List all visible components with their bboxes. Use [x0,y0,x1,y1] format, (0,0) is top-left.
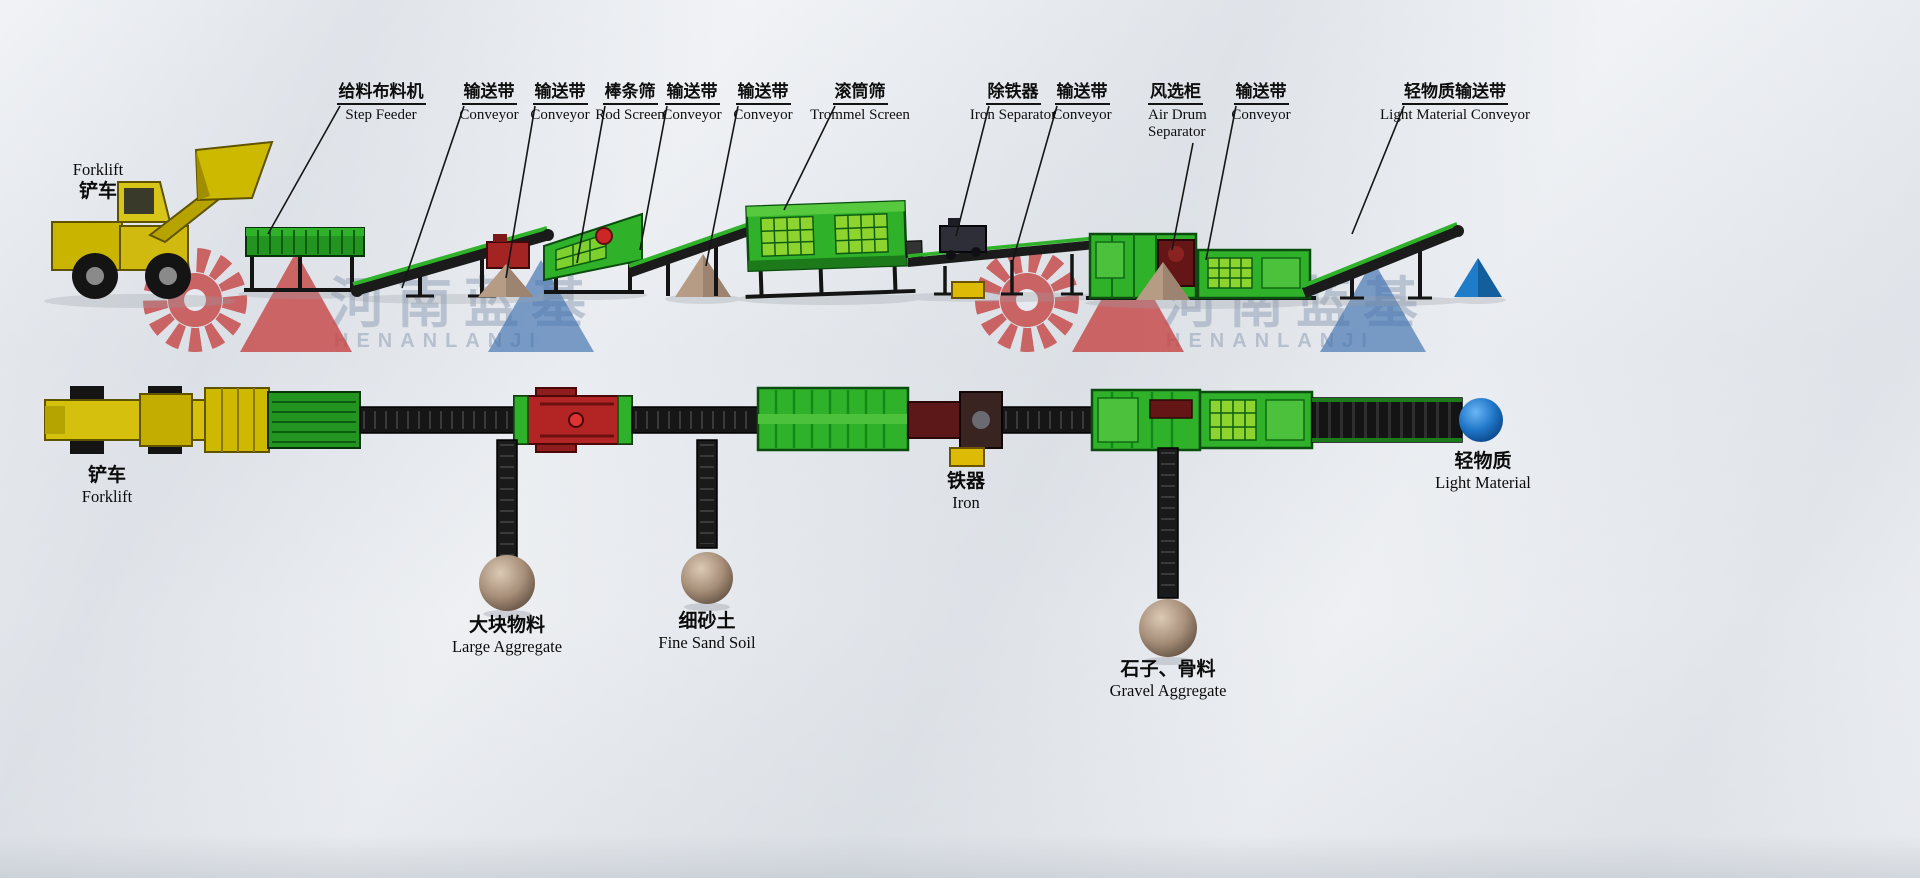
label-fine-sand-soil-zh: 细砂土 [678,611,736,632]
callout-conveyor-6: 输送带 Conveyor [1231,82,1291,124]
trommel-screen-machine [745,199,923,299]
branch-conveyor-2 [696,439,718,549]
gravel-sphere [1139,599,1197,657]
large-aggregate-sphere [479,555,535,611]
callout-conveyor-1: 输送带 Conveyor [459,82,519,124]
label-iron: 铁器 Iron [947,470,985,513]
callout-trommel-screen: 滚筒筛 Trommel Screen [805,82,915,124]
label-forklift-side-en: Forklift [72,160,124,179]
step-feeder-plan [267,391,361,449]
callout-conveyor-3-zh: 输送带 [664,82,720,105]
callout-conveyor-1-zh: 输送带 [461,82,517,105]
label-fine-sand-soil: 细砂土 Fine Sand Soil [658,610,755,653]
callout-conveyor-2: 输送带 Conveyor [530,82,590,124]
conveyor-plan-1 [359,406,516,434]
callout-conveyor-5-zh: 输送带 [1054,82,1110,105]
label-iron-zh: 铁器 [946,471,986,492]
callout-rod-screen-zh: 棒条筛 [602,82,658,105]
callout-air-drum-separator: 风选柜 Air Drum Separator [1148,82,1238,141]
label-light-material: 轻物质 Light Material [1435,450,1531,493]
callout-iron-separator-en: Iron Separator [969,107,1057,123]
callout-light-material-conveyor: 轻物质输送带 Light Material Conveyor [1380,82,1530,124]
watermark-logo-left [143,248,594,352]
callout-iron-separator-zh: 除铁器 [985,82,1041,105]
iron-separator-machine [939,218,987,260]
leader-lines [267,105,1405,289]
light-material-sphere [1459,398,1503,442]
iron-box-side [951,281,985,299]
callout-rod-screen: 棒条筛 Rod Screen [595,82,665,124]
callout-conveyor-4: 输送带 Conveyor [733,82,793,124]
callout-light-material-conveyor-en: Light Material Conveyor [1380,107,1530,123]
callout-conveyor-3: 输送带 Conveyor [662,82,722,124]
step-feeder-machine [244,227,365,292]
sphere-shadow-3 [1143,657,1193,665]
label-fine-sand-soil-en: Fine Sand Soil [658,633,756,652]
callout-conveyor-6-en: Conveyor [1231,107,1291,123]
callout-conveyor-4-zh: 输送带 [735,82,791,105]
callout-conveyor-1-en: Conveyor [459,107,519,123]
screen-unit-2 [1196,248,1312,300]
callout-step-feeder: 给料布料机 Step Feeder [330,82,432,124]
callout-conveyor-3-en: Conveyor [662,107,722,123]
callout-iron-separator: 除铁器 Iron Separator [970,82,1056,124]
label-gravel-aggregate: 石子、骨料 Gravel Aggregate [1110,658,1227,701]
callout-trommel-screen-en: Trommel Screen [810,107,910,123]
callout-rod-screen-en: Rod Screen [595,107,665,123]
fine-sand-sphere [681,552,733,604]
conveyor-plan-3 [1001,406,1093,434]
callout-light-material-conveyor-zh: 轻物质输送带 [1402,82,1508,105]
plan-view [44,386,1503,665]
callout-conveyor-6-zh: 输送带 [1233,82,1289,105]
callout-conveyor-5-en: Conveyor [1052,107,1112,123]
label-forklift-side-zh: 铲车 [78,181,118,202]
sphere-shadow-1 [483,610,531,618]
forklift-plan [44,386,270,454]
label-gravel-aggregate-zh: 石子、骨料 [1120,659,1216,680]
branch-conveyor-3 [1157,447,1179,599]
label-large-aggregate-zh: 大块物料 [468,615,546,636]
label-forklift-plan-en: Forklift [81,487,133,506]
label-iron-en: Iron [952,493,980,512]
callout-step-feeder-zh: 给料布料机 [336,82,426,105]
callout-conveyor-2-zh: 输送带 [532,82,588,105]
light-material-cone [1454,258,1502,297]
label-forklift-plan-zh: 铲车 [87,465,127,486]
iron-box-plan [949,447,985,467]
air-separator-plan [1090,388,1202,452]
label-light-material-en: Light Material [1435,473,1531,492]
light-material-conveyor-machine [1302,222,1464,300]
label-light-material-zh: 轻物质 [1454,451,1512,472]
callout-trommel-screen-zh: 滚筒筛 [832,82,888,105]
callout-conveyor-4-en: Conveyor [733,107,793,123]
callout-step-feeder-en: Step Feeder [345,107,417,123]
label-large-aggregate: 大块物料 Large Aggregate [452,614,562,657]
sphere-shadow-2 [684,603,730,611]
rod-screen-machine [543,212,644,294]
watermark-en-left: HENANLANJI [334,330,543,352]
label-gravel-aggregate-en: Gravel Aggregate [1109,681,1227,700]
trommel-plan [756,386,910,452]
watermark-en-right: HENANLANJI [1166,330,1375,352]
callout-conveyor-5: 输送带 Conveyor [1052,82,1112,124]
material-cone-3 [1136,262,1190,300]
callout-air-drum-separator-en: Air Drum Separator [1148,107,1207,140]
callout-air-drum-separator-zh: 风选柜 [1148,82,1203,105]
forklift-side [51,140,274,299]
material-cone-1 [478,264,534,297]
label-forklift-plan: 铲车 Forklift [82,464,132,507]
label-large-aggregate-en: Large Aggregate [451,637,563,656]
magnet-section-plan [907,391,1003,449]
label-forklift-side: Forklift 铲车 [73,160,123,203]
callout-conveyor-2-en: Conveyor [530,107,590,123]
screen-unit-2-plan [1198,390,1314,450]
